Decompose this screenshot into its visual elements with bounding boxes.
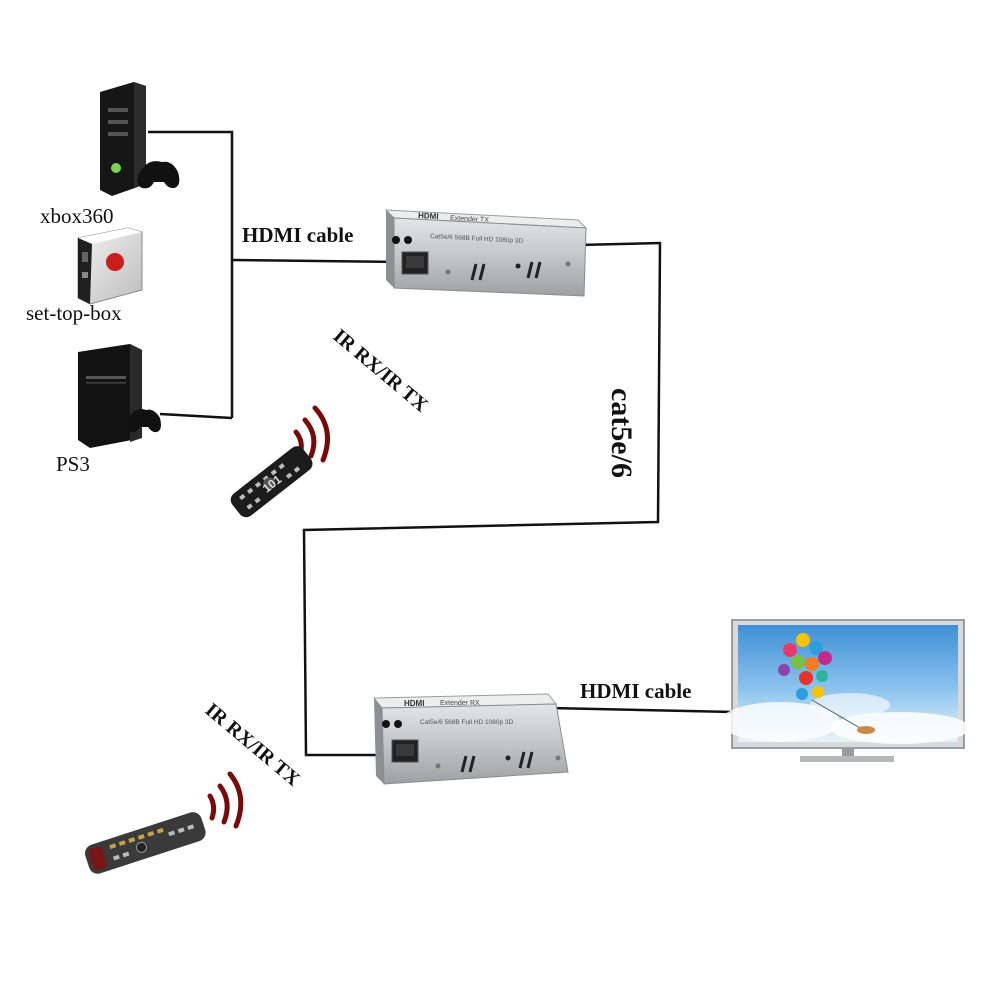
hdmi-source-cable xyxy=(231,258,403,264)
extender-rx-spec: Cat5e/6 568B Full HD 1080p 3D xyxy=(420,719,514,726)
ir-wave-icon xyxy=(207,771,244,829)
balloons xyxy=(778,633,832,700)
label-cat5e6: cat5e/6 xyxy=(605,388,638,478)
remote-control-bottom xyxy=(84,812,206,874)
label-xbox360: xbox360 xyxy=(40,204,114,228)
extender-tx-model: Extender TX xyxy=(450,215,489,224)
xbox360-console xyxy=(100,82,180,196)
xbox-cable xyxy=(148,130,234,418)
ps3-cable xyxy=(159,412,233,420)
ps3-console xyxy=(78,344,161,448)
hdmi-tv-cable xyxy=(549,706,735,714)
hdmi-extender-rx: HDMI Extender RX Cat5e/6 568B Full HD 10… xyxy=(372,693,569,785)
wiring xyxy=(148,130,735,757)
hdmi-extender-tx: HDMI Extender TX Cat5e/6 568B Full HD 10… xyxy=(384,209,588,297)
label-ps3: PS3 xyxy=(56,452,90,476)
label-hdmi-cable-top: HDMI cable xyxy=(242,223,353,247)
label-ir-top: IR RX/IR TX xyxy=(329,325,433,417)
extender-tx-brand: HDMI xyxy=(418,211,439,221)
remote-control-top: 101 xyxy=(230,446,313,518)
extender-tx-spec: Cat5e/6 568B Full HD 1080p 3D xyxy=(430,233,524,245)
label-hdmi-cable-bottom: HDMI cable xyxy=(580,679,691,703)
set-top-box-device xyxy=(77,227,143,305)
label-ir-bottom: IR RX/IR TX xyxy=(201,699,305,791)
extender-rx-model: Extender RX xyxy=(440,700,480,707)
label-set-top-box: set-top-box xyxy=(26,301,122,325)
television xyxy=(720,619,970,762)
cat-cable xyxy=(302,241,662,757)
extender-rx-brand: HDMI xyxy=(404,699,424,708)
